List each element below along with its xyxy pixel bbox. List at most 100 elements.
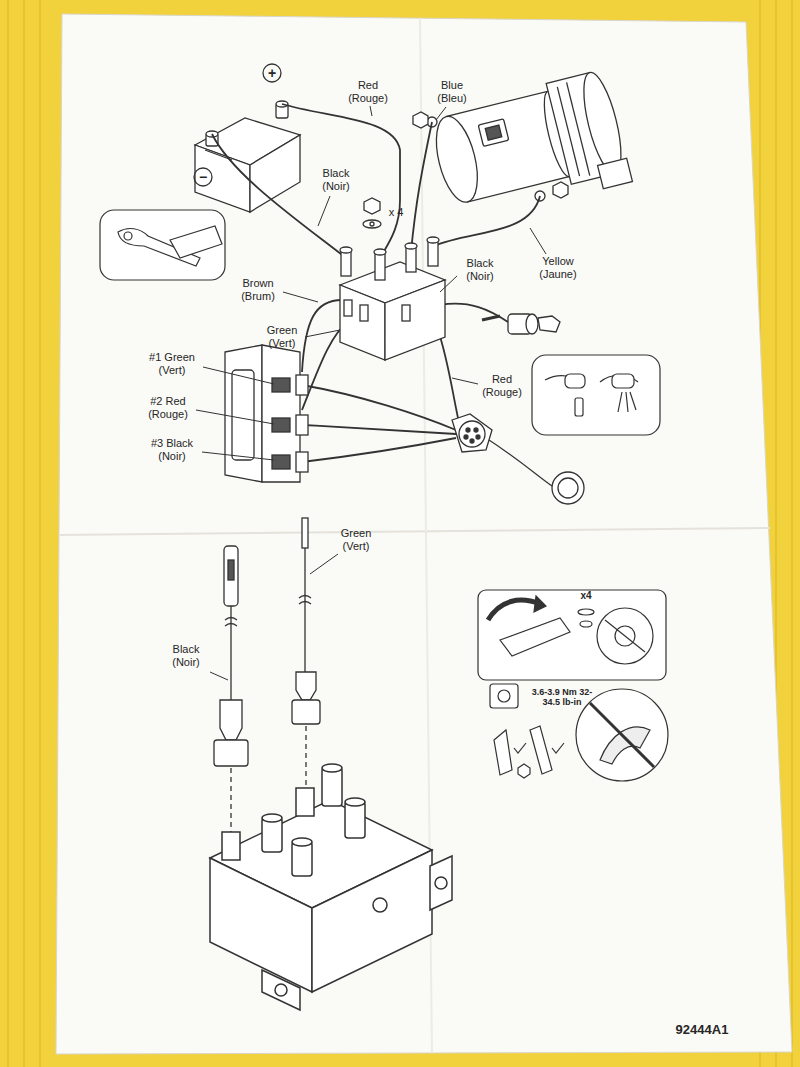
quantity-label: x4 xyxy=(580,590,591,602)
wire-label: Green (Vert) xyxy=(260,324,304,349)
torque-inset-part xyxy=(488,600,540,620)
connector-inset-part xyxy=(612,374,634,388)
wires-part xyxy=(212,134,346,258)
winch-motor xyxy=(413,69,632,226)
leader-lines-part xyxy=(452,378,478,384)
lead-connectors-part xyxy=(230,768,231,832)
winch-motor-part-part xyxy=(598,158,633,189)
torque-inset-part xyxy=(590,703,654,767)
ring-terminal-inset-part xyxy=(100,210,225,280)
battery-part xyxy=(250,135,300,212)
torque-inset-part xyxy=(534,596,546,612)
winch-motor-part-part xyxy=(557,87,579,176)
lead-connectors-part xyxy=(299,596,311,605)
solenoid-closeup-part xyxy=(222,832,240,860)
wires xyxy=(212,104,552,486)
wires-part xyxy=(434,196,540,246)
solenoid-part xyxy=(370,222,374,226)
paper-sheet-part xyxy=(60,528,770,535)
rocker-switch-part xyxy=(232,370,254,460)
wires-part xyxy=(302,385,456,430)
terminal-sign: − xyxy=(199,169,207,185)
solenoid-part xyxy=(427,237,439,243)
solenoid-closeup-part xyxy=(430,856,452,910)
wire-label: Green (Vert) xyxy=(334,527,378,552)
solenoid-part xyxy=(341,250,351,276)
solenoid-closeup-part xyxy=(345,798,365,806)
lead-connectors-part xyxy=(292,700,320,724)
battery xyxy=(194,64,300,212)
remote-socket-part xyxy=(452,414,492,452)
torque-inset-part xyxy=(500,618,570,656)
wires-part xyxy=(411,122,432,252)
paper-sheet xyxy=(56,14,792,1054)
background-part-part xyxy=(7,0,9,1067)
torque-inset-part xyxy=(580,621,592,627)
remote-socket-part xyxy=(476,435,480,439)
solenoid-part xyxy=(428,240,438,266)
rocker-switch-part xyxy=(272,455,290,469)
solenoid-part xyxy=(374,249,386,255)
key-switch-part xyxy=(526,314,538,334)
rocker-switch xyxy=(225,345,308,482)
paper-sheet-part xyxy=(56,14,792,1054)
lead-connectors-part xyxy=(228,560,234,580)
battery-part xyxy=(195,145,250,212)
wire-label: Red (Rouge) xyxy=(479,373,525,398)
torque-inset-part xyxy=(494,730,512,775)
wire-label: Black (Noir) xyxy=(164,643,208,668)
torque-inset-part xyxy=(478,590,666,680)
wires-part xyxy=(282,104,400,258)
wire-label: Blue (Bleu) xyxy=(430,79,474,104)
solenoid-part xyxy=(405,243,417,249)
background-part-part xyxy=(39,0,41,1067)
connector-inset-part xyxy=(618,392,636,412)
winch-motor-part xyxy=(413,112,428,128)
wires-part xyxy=(486,438,552,486)
torque-inset-part xyxy=(530,726,552,774)
winch-motor-part-part xyxy=(478,119,509,147)
lead-connectors-part xyxy=(296,672,316,700)
remote-socket-part xyxy=(558,478,578,498)
wire-label: Red (Rouge) xyxy=(345,79,391,104)
lead-connectors xyxy=(214,518,320,832)
leader-lines xyxy=(196,106,546,680)
rocker-switch-part xyxy=(272,378,290,392)
solenoid xyxy=(340,198,445,360)
solenoid-closeup-part xyxy=(373,898,387,912)
background-part-part xyxy=(791,0,793,1067)
solenoid-part xyxy=(402,305,410,321)
leader-lines-part xyxy=(318,196,330,226)
leader-lines-part xyxy=(436,107,446,120)
rocker-switch-part xyxy=(262,345,300,482)
leader-lines-part xyxy=(305,330,340,337)
leader-lines-part xyxy=(202,452,274,460)
torque-inset-part xyxy=(490,684,518,708)
winch-motor-part xyxy=(553,182,568,198)
key-switch-part xyxy=(482,316,500,320)
leader-lines-part xyxy=(370,106,372,116)
key-switch xyxy=(482,314,560,334)
lead-connectors-part xyxy=(225,618,237,627)
leader-lines-part xyxy=(310,554,338,574)
torque-value: 3.6-3.9 Nm 32-34.5 lb-in xyxy=(527,687,597,708)
wires-part xyxy=(440,304,508,322)
torque-inset-part xyxy=(576,689,668,781)
remote-socket-part xyxy=(466,428,470,432)
wires-part xyxy=(438,330,458,418)
solenoid-closeup xyxy=(210,764,452,1010)
rocker-switch-part xyxy=(272,418,290,432)
solenoid-part xyxy=(375,252,385,280)
solenoid-part xyxy=(340,285,385,360)
solenoid-part xyxy=(385,280,445,360)
solenoid-closeup-part xyxy=(322,764,342,772)
ring-terminal-inset-part xyxy=(124,232,132,240)
wire-label: Black (Noir) xyxy=(458,257,502,282)
lead-connectors-part xyxy=(304,548,305,672)
solenoid-closeup-part xyxy=(345,802,365,838)
remote-socket-part xyxy=(464,435,468,439)
lead-connectors-part xyxy=(302,518,308,548)
lead-connectors-part xyxy=(305,726,306,786)
